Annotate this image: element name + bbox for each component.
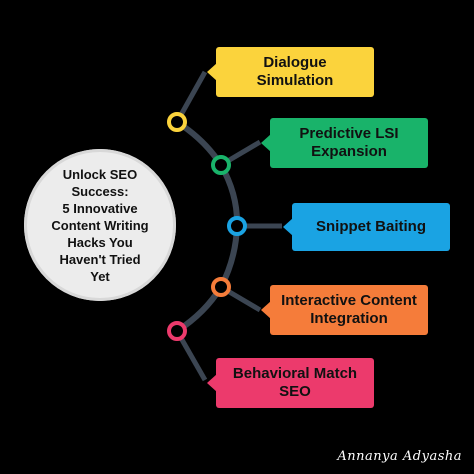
item-box-1: Dialogue Simulation bbox=[207, 47, 374, 97]
item-box-4: Interactive Content Integration bbox=[261, 285, 428, 335]
item-box-3: Snippet Baiting bbox=[283, 203, 450, 251]
pointer-arrow bbox=[261, 301, 271, 319]
node-1 bbox=[167, 112, 187, 132]
hub-title: Unlock SEO Success: 5 Innovative Content… bbox=[51, 166, 149, 284]
pointer-arrow bbox=[207, 374, 217, 392]
item-box-2: Predictive LSI Expansion bbox=[261, 118, 428, 168]
pointer-arrow bbox=[261, 134, 271, 152]
item-box-5: Behavioral Match SEO bbox=[207, 358, 374, 408]
node-2 bbox=[211, 155, 231, 175]
pointer-arrow bbox=[283, 218, 293, 236]
node-4 bbox=[211, 277, 231, 297]
item-label-2: Predictive LSI Expansion bbox=[299, 125, 399, 160]
pointer-arrow bbox=[207, 63, 217, 81]
item-label-5: Behavioral Match SEO bbox=[232, 365, 358, 400]
node-3 bbox=[227, 216, 247, 236]
item-label-4: Interactive Content Integration bbox=[281, 292, 417, 327]
central-hub: Unlock SEO Success: 5 Innovative Content… bbox=[24, 149, 176, 301]
item-label-3: Snippet Baiting bbox=[316, 218, 426, 235]
node-5 bbox=[167, 321, 187, 341]
item-label-1: Dialogue Simulation bbox=[256, 54, 334, 89]
author-signature: Annanya Adyasha bbox=[337, 449, 462, 464]
